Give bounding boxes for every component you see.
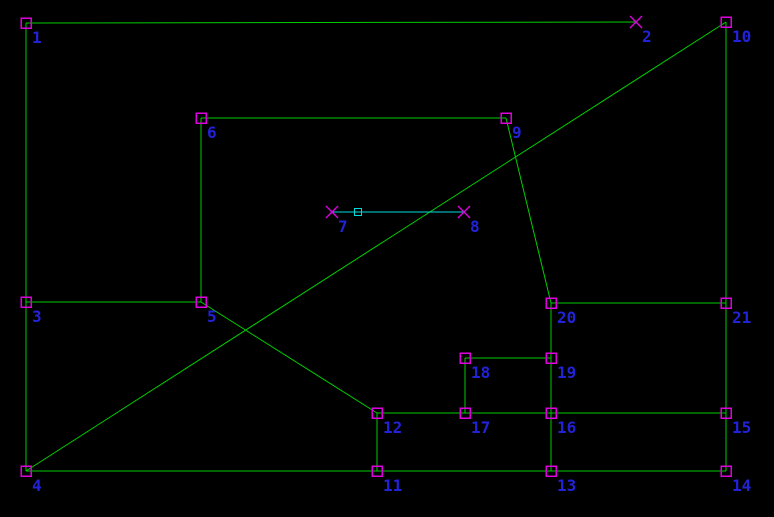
vertex-label-9: 9 (512, 123, 522, 142)
vertex-marker-21[interactable] (720, 297, 732, 309)
vertex-marker-2[interactable] (629, 15, 643, 29)
vertex-marker-9[interactable] (500, 112, 512, 124)
edge-9-20[interactable] (505, 117, 552, 304)
vertex-label-16: 16 (557, 418, 576, 437)
vertex-label-21: 21 (732, 308, 751, 327)
vertex-label-4: 4 (32, 476, 42, 495)
vertex-marker-8[interactable] (457, 205, 471, 219)
vertex-marker-3[interactable] (20, 296, 32, 308)
vertex-label-1: 1 (32, 28, 42, 47)
vertex-label-2: 2 (642, 27, 652, 46)
vertex-label-12: 12 (383, 418, 402, 437)
vertex-label-8: 8 (470, 217, 480, 236)
vertex-label-18: 18 (471, 363, 490, 382)
vertex-marker-6[interactable] (195, 112, 207, 124)
vertex-marker-1[interactable] (20, 17, 32, 29)
edge-5-12[interactable] (200, 301, 378, 414)
vertex-label-6: 6 (207, 123, 217, 142)
vertex-label-19: 19 (557, 363, 576, 382)
vertex-label-15: 15 (732, 418, 751, 437)
segment-grip[interactable] (353, 207, 363, 217)
vertex-marker-13[interactable] (545, 465, 557, 477)
vertex-label-13: 13 (557, 476, 576, 495)
vertex-label-11: 11 (383, 476, 402, 495)
vertex-label-3: 3 (32, 307, 42, 326)
vertex-marker-18[interactable] (459, 352, 471, 364)
vertex-markers-layer (20, 15, 732, 477)
vertex-label-5: 5 (207, 307, 217, 326)
vertex-marker-10[interactable] (720, 16, 732, 28)
vertex-label-7: 7 (338, 217, 348, 236)
vertex-marker-11[interactable] (371, 465, 383, 477)
edge-4-10[interactable] (25, 21, 727, 472)
vertex-marker-5[interactable] (195, 296, 207, 308)
vertex-marker-12[interactable] (371, 407, 383, 419)
vertex-marker-20[interactable] (545, 297, 557, 309)
vertex-marker-15[interactable] (720, 407, 732, 419)
vertex-marker-14[interactable] (720, 465, 732, 477)
vertex-label-17: 17 (471, 418, 490, 437)
vertex-label-20: 20 (557, 308, 576, 327)
vertex-marker-17[interactable] (459, 407, 471, 419)
vertex-marker-16[interactable] (545, 407, 557, 419)
vertex-marker-4[interactable] (20, 465, 32, 477)
selected-segment-layer (332, 207, 464, 217)
vertex-marker-19[interactable] (545, 352, 557, 364)
vertex-label-14: 14 (732, 476, 751, 495)
edges-layer (25, 21, 727, 472)
vertex-label-10: 10 (732, 27, 751, 46)
edge-1-2[interactable] (25, 21, 637, 24)
vertex-marker-7[interactable] (325, 205, 339, 219)
